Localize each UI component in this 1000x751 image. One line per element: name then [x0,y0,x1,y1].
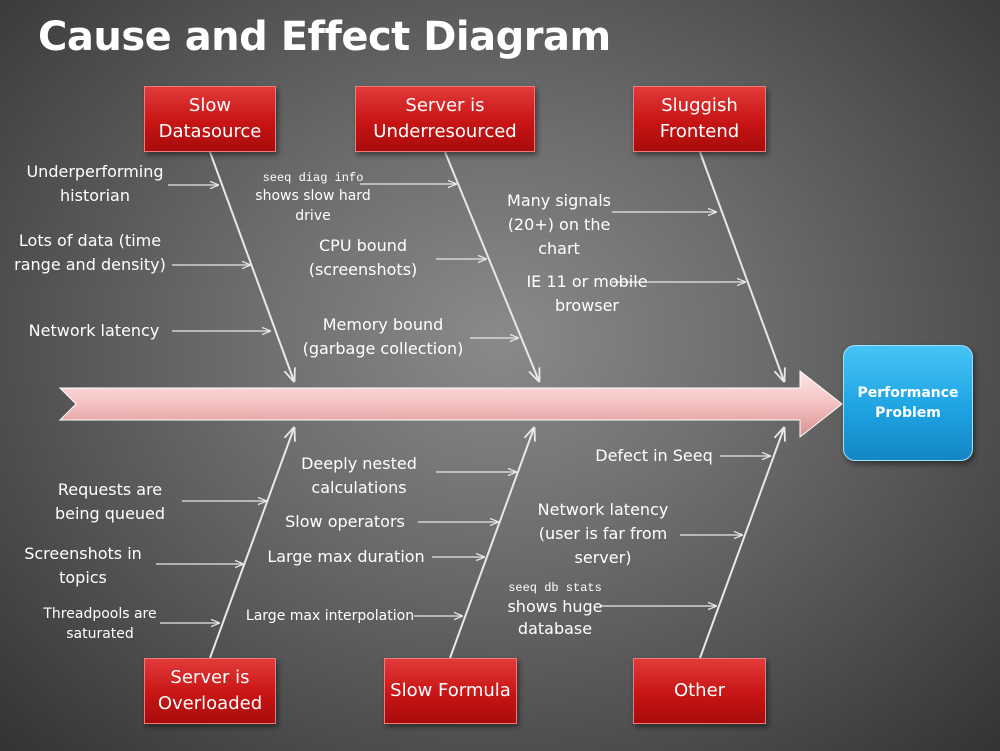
effect-box: Performance Problem [843,345,973,461]
bone-server-overloaded [209,428,294,659]
seeq-diag-text: shows slow hard drive [255,188,371,224]
cause-defect-in-seeq: Defect in Seeq [595,446,713,465]
cause-network-latency-datasource: Network latency [28,321,160,340]
category-slow-formula: Slow Formula [384,658,517,724]
page-title: Cause and Effect Diagram [38,14,611,60]
seeq-db-text: shows huge database [507,597,603,638]
seeq-diag-command: seeq diag info [262,171,364,185]
cause-network-latency-other: Network latency (user is far from server… [537,500,669,567]
bone-server-underresourced [444,151,539,381]
bone-slow-formula [449,428,534,659]
category-other: Other [633,658,766,724]
cause-deeply-nested: Deeply nested calculations [301,454,417,497]
cause-seeq-diag-info: seeq diag info shows slow hard drive [250,170,376,226]
category-server-overloaded: Server is Overloaded [144,658,276,724]
cause-memory-bound: Memory bound (garbage collection) [302,315,464,358]
cause-cpu-bound: CPU bound (screenshots) [308,236,418,279]
spine-arrow [58,369,843,439]
bone-other [699,428,784,659]
category-server-underresourced: Server is Underresourced [355,86,535,152]
cause-underperforming-historian: Underperforming historian [26,162,164,205]
cause-screenshots-topics: Screenshots in topics [24,544,142,587]
cause-requests-queued: Requests are being queued [54,480,166,523]
seeq-db-command: seeq db stats [508,581,602,595]
cause-threadpools-saturated: Threadpools are saturated [43,606,157,642]
cause-seeq-db-stats: seeq db stats shows huge database [490,580,620,640]
bone-slow-datasource [209,151,294,381]
cause-large-max-interpolation: Large max interpolation [245,608,415,624]
bone-sluggish-frontend [699,151,784,381]
cause-many-signals: Many signals (20+) on the chart [507,191,611,258]
cause-ie11-mobile: IE 11 or mobile browser [526,272,648,315]
category-slow-datasource: Slow Datasource [144,86,276,152]
cause-lots-of-data: Lots of data (time range and density) [14,231,166,274]
cause-slow-operators: Slow operators [285,512,405,531]
cause-large-max-duration: Large max duration [267,547,425,566]
category-sluggish-frontend: Sluggish Frontend [633,86,766,152]
